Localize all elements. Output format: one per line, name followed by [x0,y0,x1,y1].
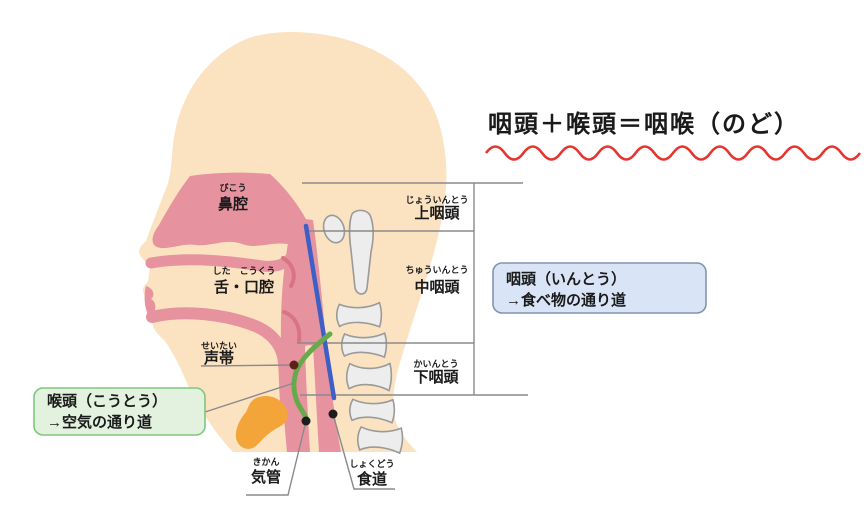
food-path-line [303,223,337,401]
vertebra-3 [336,301,383,328]
vocal-cords-label: 声帯 [203,349,234,367]
air-path-line [291,331,333,423]
larynx-callout-line2: →空気の通り道 [47,413,152,431]
headline: 咽頭＋喉頭＝咽喉（のど） [488,111,800,138]
pointer-lines [200,364,395,496]
thyroid-gland-shape [235,396,288,449]
lower-pharynx-label: 下咽頭 [413,369,459,386]
soft-palate-fold [281,256,296,288]
pharynx-callout-box: 咽頭（いんとう） →食べ物の通り道 [492,262,707,314]
vocal-cords-dot [289,360,299,370]
vertebra-7 [357,425,404,455]
tongue-oral-label: 舌・口腔 [214,278,274,296]
lower-pharynx-ruby: かいんとう [413,359,458,369]
larynx-callout-box: 喉頭（こうとう） →空気の通り道 [33,387,206,436]
upper-pharynx-ruby: じょういんとう [405,195,468,205]
pharynx-callout-line2: →食べ物の通り道 [506,291,626,309]
esophagus-label: 食道 [357,470,387,488]
lips-shape [144,286,156,317]
trachea-esophagus-gap [305,345,319,452]
vertebra-c1 [322,214,346,244]
pharynx-callout-line1: 咽頭（いんとう） [506,270,626,288]
larynx-callout-line1: 喉頭（こうとう） [47,392,167,410]
esophagus-dot [328,409,338,419]
trachea-pointer [246,420,307,496]
trachea-ruby: きかん [252,457,279,467]
upper-pharynx-label: 上咽頭 [414,205,460,222]
vocal-cords-pointer [200,364,295,367]
vocal-cords-ruby: せいたい [201,341,237,351]
middle-pharynx-ruby: ちゅういんとう [405,265,468,275]
larynx-box-pointer [204,382,295,413]
mouth-floor-shape [146,307,293,416]
tongue-oral-ruby: した こうくう [213,266,276,276]
vertebra-6 [349,398,396,424]
vertebra-4 [341,332,388,359]
vertebra-5 [346,362,393,392]
trachea-label: 気管 [251,468,281,486]
esophagus-pointer [332,413,395,490]
esophagus-ruby: しょくどう [349,458,394,469]
epiglottis-fold [282,310,302,343]
middle-pharynx-label: 中咽頭 [414,278,460,296]
nasal-cavity-shape [152,172,311,249]
pharynx-section-lines [297,182,528,396]
trachea-dot [301,416,311,426]
nasal-cavity-ruby: びこう [219,182,246,193]
nasal-cavity-label: 鼻腔 [218,195,248,213]
palate-shape [145,241,303,272]
headline-wavy-underline [484,145,862,161]
